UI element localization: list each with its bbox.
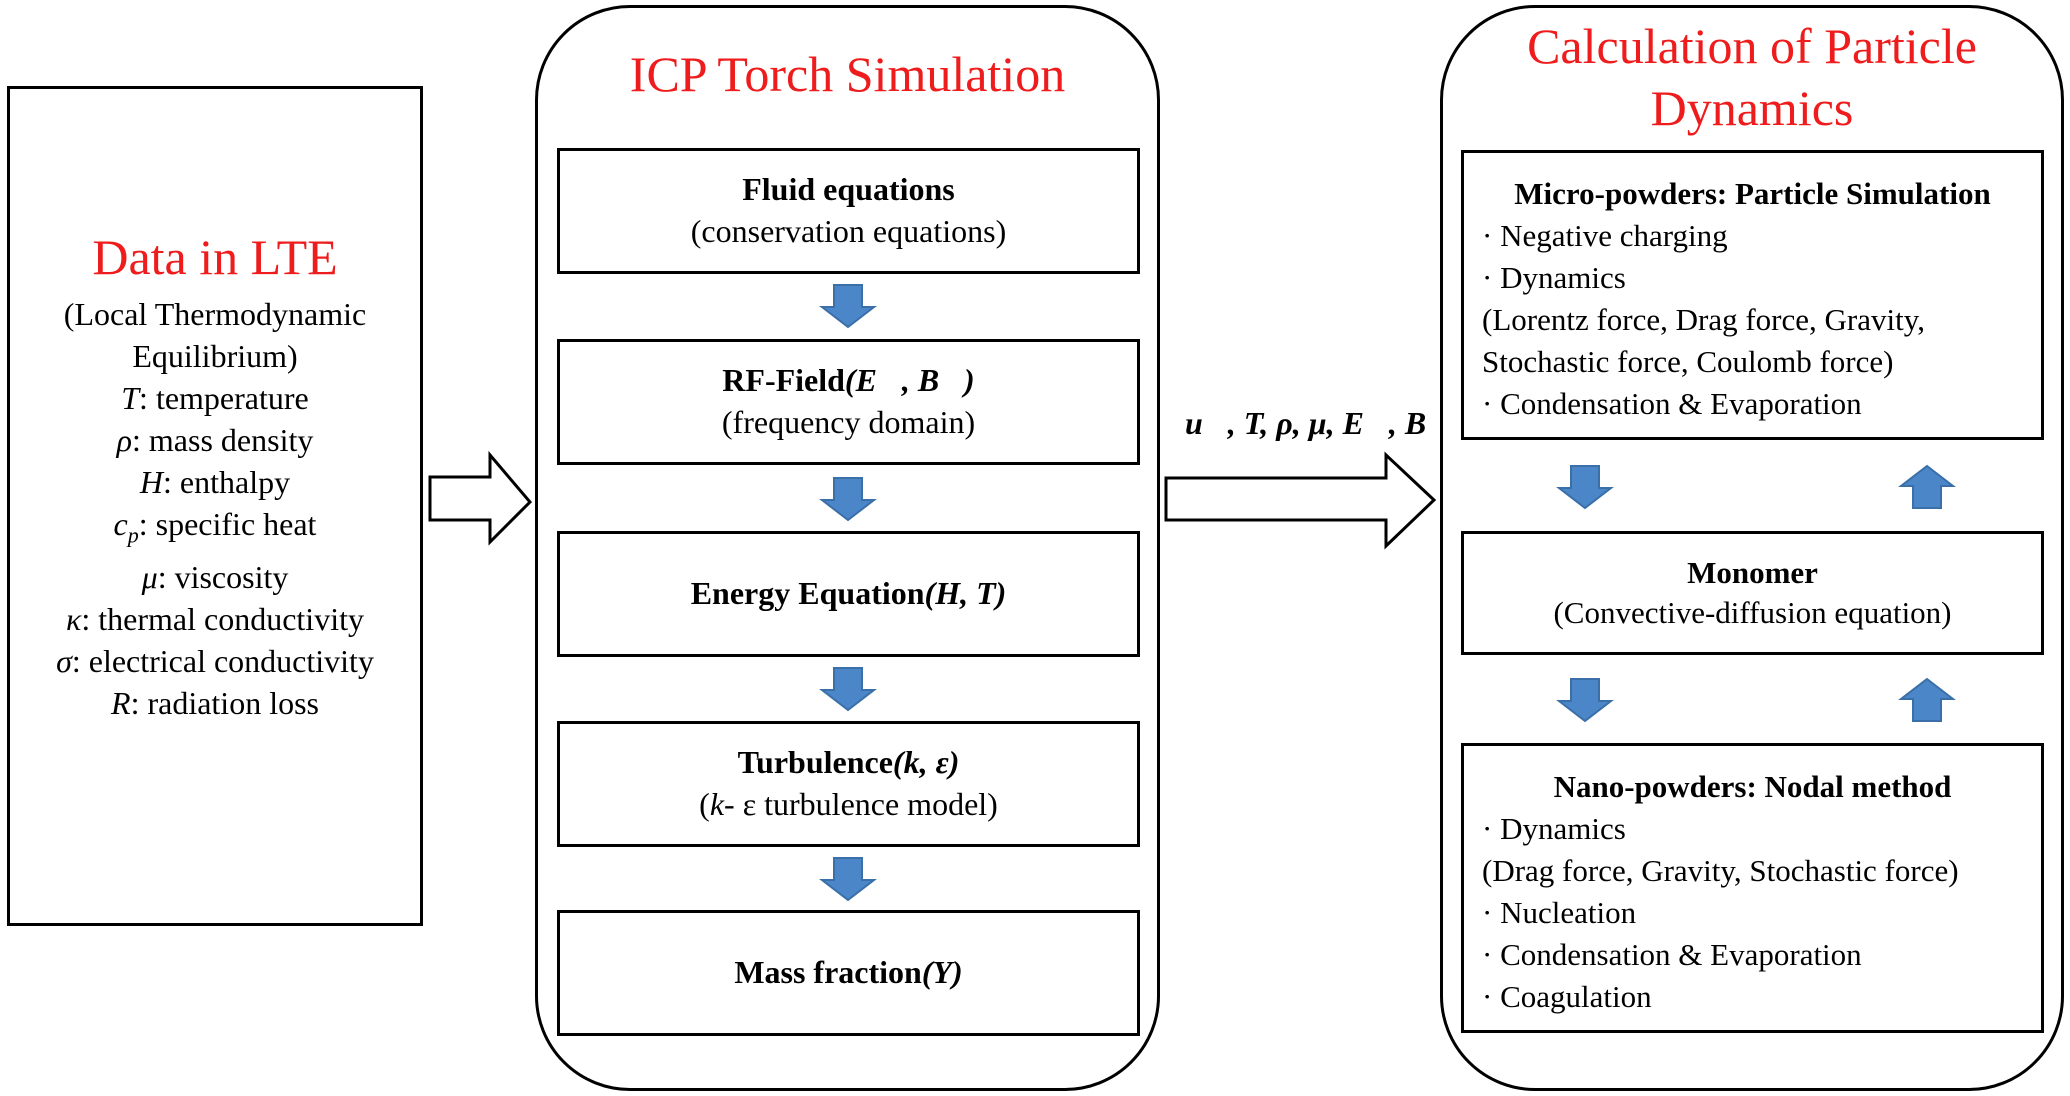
nano-line: (Drag force, Gravity, Stochastic force) [1482,853,1959,888]
lte-variable-symbol: R [111,685,131,722]
lte-data-box: Data in LTE (Local Thermodynamic Equilib… [7,86,423,926]
lte-variable-row: cp: specific heat [10,503,420,556]
nano-line: · Nucleation [1482,895,1637,930]
turbulence-sub: - ε turbulence model) [724,786,998,822]
micro-line: · Dynamics [1482,260,1626,295]
energy-equation-label: Energy Equation [690,575,925,612]
hollow-right-arrow-icon [1164,451,1437,550]
lte-variable-symbol: T [121,380,140,416]
nano-powders-box: Nano-powders: Nodal method · Dynamics (D… [1461,743,2044,1033]
turbulence-label: Turbulence [737,744,893,781]
down-arrow-icon [819,477,877,522]
particle-title-1: Calculation of Particle [1527,18,1977,74]
nano-line: · Coagulation [1482,979,1652,1014]
lte-variable-desc: : specific heat [138,506,317,542]
energy-equation-args: (H, T) [924,575,1007,612]
lte-variable-row: κ: thermal conductivity [10,598,420,640]
lte-variable-row: H: enthalpy [10,461,420,503]
turbulence-sub-symbol: k [709,786,725,822]
particle-title-2: Dynamics [1650,80,1854,136]
lte-variable-symbol: ρ [116,422,133,458]
turbulence-box: Turbulence(k, ε) (k- ε turbulence model) [557,721,1140,847]
turbulence-args: (k, ε) [892,744,960,781]
monomer-box: Monomer (Convective-diffusion equation) [1461,531,2044,655]
lte-subtitle-1: (Local Thermodynamic [63,296,367,332]
lte-variable-desc: : mass density [132,422,314,458]
lte-variable-subscript: p [127,522,139,548]
lte-variable-desc: : radiation loss [130,685,319,722]
lte-variable-desc: : viscosity [157,559,289,596]
fluid-equations-label: Fluid equations [742,171,955,208]
down-arrow-icon [1556,678,1614,723]
lte-variable-symbol: c [113,506,128,542]
fluid-equations-sub: (conservation equations) [690,213,1007,249]
nano-powders-header: Nano-powders: Nodal method [1553,769,1952,804]
energy-equation-box: Energy Equation(H, T) [557,531,1140,657]
lte-variable-desc: : enthalpy [163,464,291,500]
lte-variable-row: σ: electrical conductivity [10,640,420,682]
nano-line: · Condensation & Evaporation [1482,937,1862,972]
lte-title: Data in LTE [92,229,338,285]
lte-variable-desc: : electrical conductivity [71,643,374,680]
rf-field-args: (E⃗, B⃗) [844,362,975,399]
micro-line: Stochastic force, Coulomb force) [1482,344,1894,379]
lte-variable-row: ρ: mass density [10,419,420,461]
hollow-right-arrow-icon [428,450,533,546]
lte-variable-desc: : thermal conductivity [81,601,364,638]
nano-line: · Dynamics [1482,811,1626,846]
mass-fraction-box: Mass fraction(Y) [557,910,1140,1036]
lte-variable-row: R: radiation loss [10,682,420,724]
up-arrow-icon [1898,677,1956,722]
lte-variable-symbol: κ [66,601,82,638]
connector-label: u⃗, T, ρ, μ, E⃗, B⃗ [1185,405,1452,441]
down-arrow-icon [819,284,877,329]
lte-variable-row: μ: viscosity [10,556,420,598]
mass-fraction-args: (Y) [921,954,963,991]
mass-fraction-label: Mass fraction [734,954,922,991]
lte-subtitle-2: Equilibrium) [132,338,298,374]
micro-line: · Negative charging [1482,218,1728,253]
rf-field-sub: (frequency domain) [721,404,976,440]
lte-variable-symbol: H [139,464,164,500]
lte-variable-desc: : temperature [139,380,309,416]
up-arrow-icon [1898,464,1956,509]
micro-line: · Condensation & Evaporation [1482,386,1862,421]
monomer-header: Monomer [1687,554,1818,590]
micro-line: (Lorentz force, Drag force, Gravity, [1482,302,1925,337]
rf-field-box: RF-Field(E⃗, B⃗) (frequency domain) [557,339,1140,465]
micro-powders-box: Micro-powders: Particle Simulation · Neg… [1461,150,2044,440]
lte-variable-symbol: σ [56,643,72,680]
rf-field-label: RF-Field [722,362,845,399]
micro-powders-header: Micro-powders: Particle Simulation [1514,176,1991,211]
icp-title: ICP Torch Simulation [629,46,1066,102]
lte-variable-symbol: μ [141,559,158,596]
fluid-equations-box: Fluid equations (conservation equations) [557,148,1140,274]
lte-variable-row: T: temperature [10,377,420,419]
down-arrow-icon [1556,465,1614,510]
monomer-sub: (Convective-diffusion equation) [1553,595,1952,630]
down-arrow-icon [819,667,877,712]
down-arrow-icon [819,857,877,902]
